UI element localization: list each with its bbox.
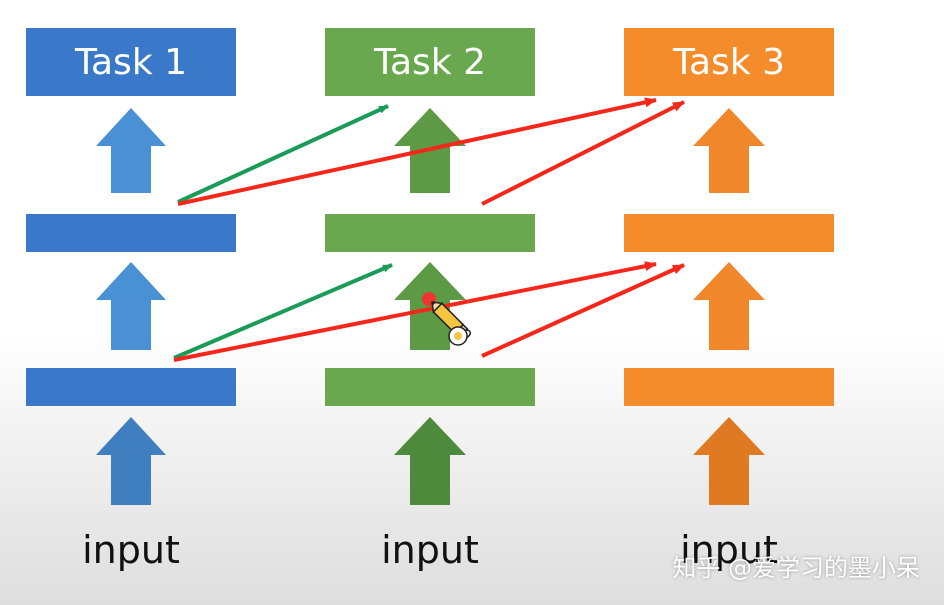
arrow-up-icon: [693, 108, 765, 193]
task-1-hidden-layer-1: [26, 368, 236, 406]
arrow-up-icon: [394, 417, 466, 505]
task-1-input-label: input: [82, 528, 180, 572]
arrow-up-icon: [96, 108, 166, 193]
red-arrow-upper-short: [481, 100, 685, 206]
arrow-up-icon: [394, 262, 466, 350]
green-arrow-lower: [173, 263, 393, 360]
task-2-label: Task 2: [373, 41, 487, 83]
arrow-up-icon: [693, 417, 765, 505]
task-1-hidden-layer-2: [26, 214, 236, 252]
task-3-input-label: input: [680, 528, 778, 572]
task-3-label: Task 3: [672, 41, 786, 83]
watermark: 知乎 @爱学习的墨小呆: [672, 554, 920, 582]
task-1-label: Task 1: [74, 41, 188, 83]
task-3-hidden-layer-1: [624, 368, 834, 406]
task-2-hidden-layer-2: [325, 214, 535, 252]
arrow-up-icon: [96, 262, 166, 350]
task-1-box: Task 1: [26, 28, 236, 96]
task-2-input-label: input: [381, 528, 479, 572]
arrow-up-icon: [693, 262, 765, 350]
red-arrow-lower-short: [481, 263, 685, 358]
green-arrow-upper: [177, 104, 389, 204]
red-arrow-lower-long: [173, 261, 657, 362]
pencil-cursor-icon: [422, 292, 472, 346]
task-3-box: Task 3: [624, 28, 834, 96]
arrow-up-icon: [96, 417, 166, 505]
task-3-hidden-layer-2: [624, 214, 834, 252]
task-2-box: Task 2: [325, 28, 535, 96]
red-arrow-upper-long: [177, 97, 657, 206]
task-2-hidden-layer-1: [325, 368, 535, 406]
